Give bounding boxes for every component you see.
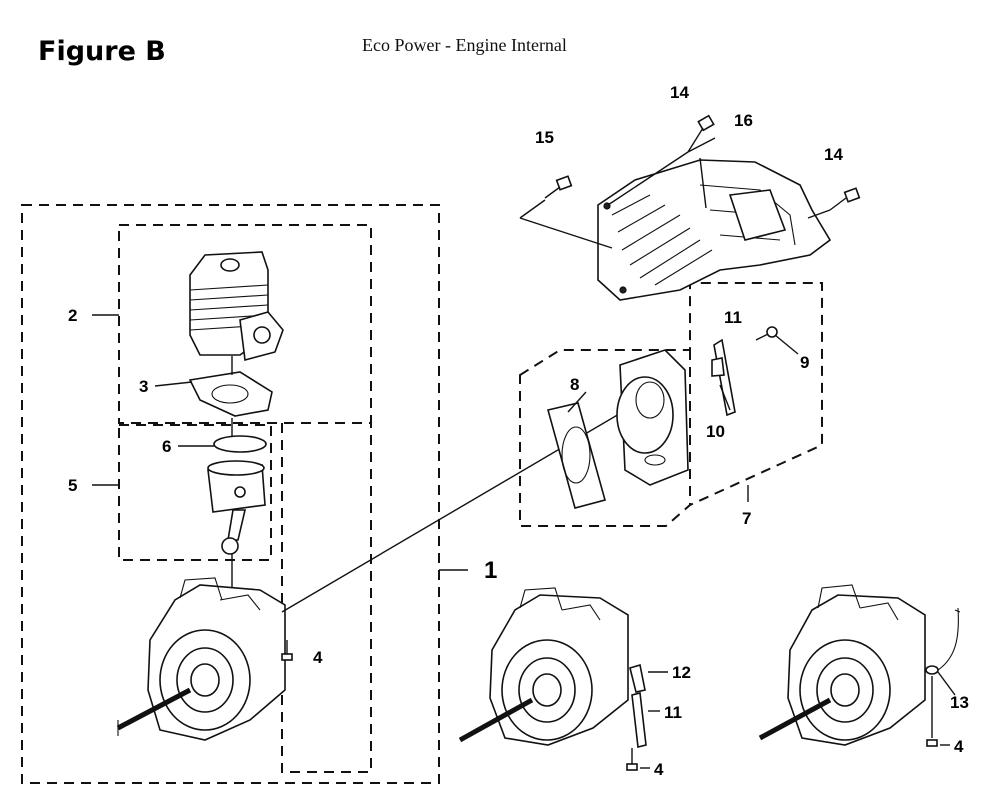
- figure-label: Figure B: [38, 36, 166, 67]
- callout-4-middle: 4: [654, 760, 664, 779]
- callout-14-right: 14: [824, 145, 843, 164]
- screw-part-15: [544, 175, 573, 199]
- piston-part-5: [207, 460, 266, 555]
- intake-gasket-part-8: [547, 402, 606, 509]
- group-box-1: [21, 204, 440, 784]
- leader-crankcase-to-intake: [281, 389, 661, 613]
- callout-6: 6: [162, 437, 171, 456]
- screw-part-14-right: [829, 187, 861, 211]
- group-box-5: [118, 424, 272, 561]
- crankcase-variant-3: [758, 584, 926, 746]
- callout-16: 16: [734, 111, 753, 130]
- callout-13: 13: [950, 693, 969, 712]
- callout-11-bottom: 11: [664, 703, 682, 722]
- callout-12: 12: [672, 663, 691, 682]
- callout-9: 9: [800, 353, 809, 372]
- callout-10: 10: [706, 422, 725, 441]
- screw-part-4-main: [281, 640, 293, 661]
- callout-11-top: 11: [724, 308, 742, 327]
- group-box-2: [118, 224, 372, 424]
- intake-manifold: [616, 349, 689, 486]
- callout-1: 1: [484, 557, 497, 584]
- callout-15: 15: [535, 128, 554, 147]
- callout-4-right: 4: [954, 737, 964, 756]
- screw-part-4-right: [926, 676, 938, 747]
- crankcase-main: [116, 577, 286, 741]
- screw-part-14-top: [687, 114, 715, 153]
- cylinder-gasket-part-3: [188, 371, 273, 417]
- callout-8: 8: [570, 375, 579, 394]
- cylinder-part-2: [189, 251, 284, 362]
- callout-4-main: 4: [313, 648, 323, 667]
- group-box-7: [519, 282, 823, 527]
- group-box-crankcase: [281, 423, 372, 773]
- screw-part-4-middle: [626, 748, 638, 771]
- diagram-title: Eco Power - Engine Internal: [362, 35, 567, 55]
- wire-part-13: [925, 607, 961, 675]
- callout-7: 7: [742, 509, 751, 528]
- callout-5: 5: [68, 476, 77, 495]
- bracket-part-12: [629, 663, 647, 748]
- callout-14-top: 14: [670, 83, 689, 102]
- shroud-part-16: [597, 159, 832, 301]
- callout-3: 3: [139, 377, 148, 396]
- bracket-part-11: [711, 338, 736, 417]
- callout-2: 2: [68, 306, 77, 325]
- piston-ring-part-6: [213, 435, 267, 453]
- screw-part-9: [755, 326, 778, 341]
- crankcase-variant-2: [458, 587, 629, 746]
